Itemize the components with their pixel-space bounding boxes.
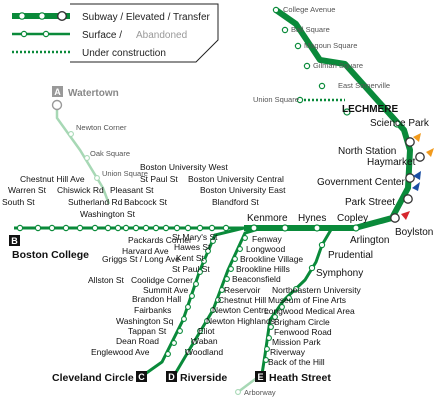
station-label: St Paul St	[140, 174, 178, 184]
branch-a-letter: A	[54, 87, 61, 97]
station-label: Hawes St	[174, 242, 211, 252]
station-label: Chiswick Rd	[57, 185, 104, 195]
station-label: South St	[2, 197, 35, 207]
c-branch-stations	[165, 238, 216, 357]
station-label: East Somerville	[338, 81, 390, 90]
station-label: College Avenue	[283, 5, 335, 14]
station-label: Symphony	[316, 268, 363, 279]
branch-d-name: Riverside	[180, 372, 227, 384]
station-label: Washington Sq	[116, 316, 174, 326]
station-label: Tappan St	[128, 326, 167, 336]
station-label: Fenway	[252, 234, 283, 244]
station-label: Kent St	[176, 253, 205, 263]
station-label: Hynes	[298, 213, 326, 224]
station-label: Kenmore	[247, 213, 288, 224]
station-label: Boston University West	[140, 162, 228, 172]
station-label: Longwood Medical Area	[264, 306, 355, 316]
extension-track	[275, 8, 346, 68]
station-label: Newton Highlands	[206, 316, 275, 326]
station-label: Back of the Hill	[268, 357, 325, 367]
station-label: Summit Ave	[143, 285, 188, 295]
station-label: Brigham Circle	[274, 317, 330, 327]
station-label: Newton Centre	[212, 305, 269, 315]
station-label: Eliot	[198, 326, 215, 336]
station-label: St Paul St	[172, 264, 210, 274]
branch-e-name: Heath Street	[269, 372, 331, 384]
station-label: Sutherland Rd	[68, 197, 123, 207]
station-label: Union Square	[253, 95, 299, 104]
station-label: North Station	[338, 146, 396, 157]
station-label: Blandford St	[212, 197, 259, 207]
branch-b-letter: B	[11, 236, 18, 246]
station-label: Chestnut Hill Ave	[20, 174, 85, 184]
station-label: Pleasant St	[110, 185, 154, 195]
station-label: Prudential	[328, 250, 373, 261]
station-label: Harvard Ave	[122, 246, 169, 256]
station-label: Riverway	[270, 347, 306, 357]
branch-b-name: Boston College	[12, 249, 89, 261]
legend-abandoned-label: Abandoned	[136, 30, 187, 41]
branch-badges: A Watertown B Boston College Cleveland C…	[9, 86, 331, 384]
branch-c-name: Cleveland Circle	[52, 372, 134, 384]
station-label: Dean Road	[116, 336, 159, 346]
station-label: Science Park	[370, 118, 430, 129]
station-label: Chestnut Hill	[218, 295, 266, 305]
legend-surface-label: Surface /	[82, 30, 122, 41]
station-label: Babcock St	[124, 197, 168, 207]
station-label: Ball Square	[291, 25, 330, 34]
station-label: Allston St	[88, 275, 125, 285]
legend-subway-label: Subway / Elevated / Transfer	[82, 12, 211, 23]
station-label: Magoun Square	[304, 41, 357, 50]
station-label: Longwood	[246, 244, 286, 254]
station-label: Washington St	[80, 209, 136, 219]
station-label: Boylston	[395, 227, 433, 238]
legend-construction-label: Under construction	[82, 48, 166, 59]
station-label: Union Square	[102, 169, 148, 178]
branch-e-letter: E	[257, 372, 263, 382]
station-label: Englewood Ave	[91, 347, 150, 357]
d-branch-stations	[185, 235, 248, 355]
legend: Subway / Elevated / Transfer Surface / A…	[12, 3, 219, 63]
station-label: Brookline Hills	[236, 264, 290, 274]
b-branch-stations	[16, 224, 230, 232]
station-label: Boston University Central	[188, 174, 284, 184]
station-label: Packards Corner	[128, 235, 192, 245]
station-label: Coolidge Corner	[131, 275, 193, 285]
station-label: Reservoir	[224, 285, 261, 295]
station-label: Woodland	[185, 347, 223, 357]
branch-c-letter: C	[138, 372, 145, 382]
station-label: Griggs St / Long Ave	[102, 254, 180, 264]
station-label: Beaconsfield	[232, 274, 281, 284]
station-label: Government Center	[317, 177, 405, 188]
station-label: Newton Corner	[76, 123, 127, 132]
station-label: Arlington	[350, 235, 389, 246]
station-label: Brookline Village	[240, 254, 303, 264]
e-branch-stations	[235, 241, 326, 395]
station-label: Fairbanks	[134, 305, 171, 315]
branch-a-name: Watertown	[68, 88, 119, 99]
station-label: Fenwood Road	[274, 327, 332, 337]
station-label: Oak Square	[90, 149, 130, 158]
station-label: Boston University East	[200, 185, 286, 195]
station-label: Warren St	[8, 185, 47, 195]
station-label: Waban	[191, 336, 218, 346]
a-branch-stations	[51, 99, 100, 181]
trunk-stations	[250, 108, 434, 232]
station-label: Copley	[337, 213, 368, 224]
branch-d-letter: D	[168, 372, 175, 382]
station-label: Brandon Hall	[132, 294, 181, 304]
station-label: St Mary's St	[172, 232, 218, 242]
station-label: Northeastern University	[272, 285, 362, 295]
station-label: Haymarket	[367, 157, 416, 168]
station-label: Park Street	[345, 197, 395, 208]
extension-stations	[272, 6, 326, 104]
a-branch-track	[55, 105, 111, 205]
station-label: Arborway	[244, 388, 276, 397]
station-label: Museum of Fine Arts	[268, 295, 346, 305]
station-label: Gilman Square	[313, 61, 363, 70]
station-label: LECHMERE	[342, 104, 398, 115]
station-label: Mission Park	[272, 337, 321, 347]
